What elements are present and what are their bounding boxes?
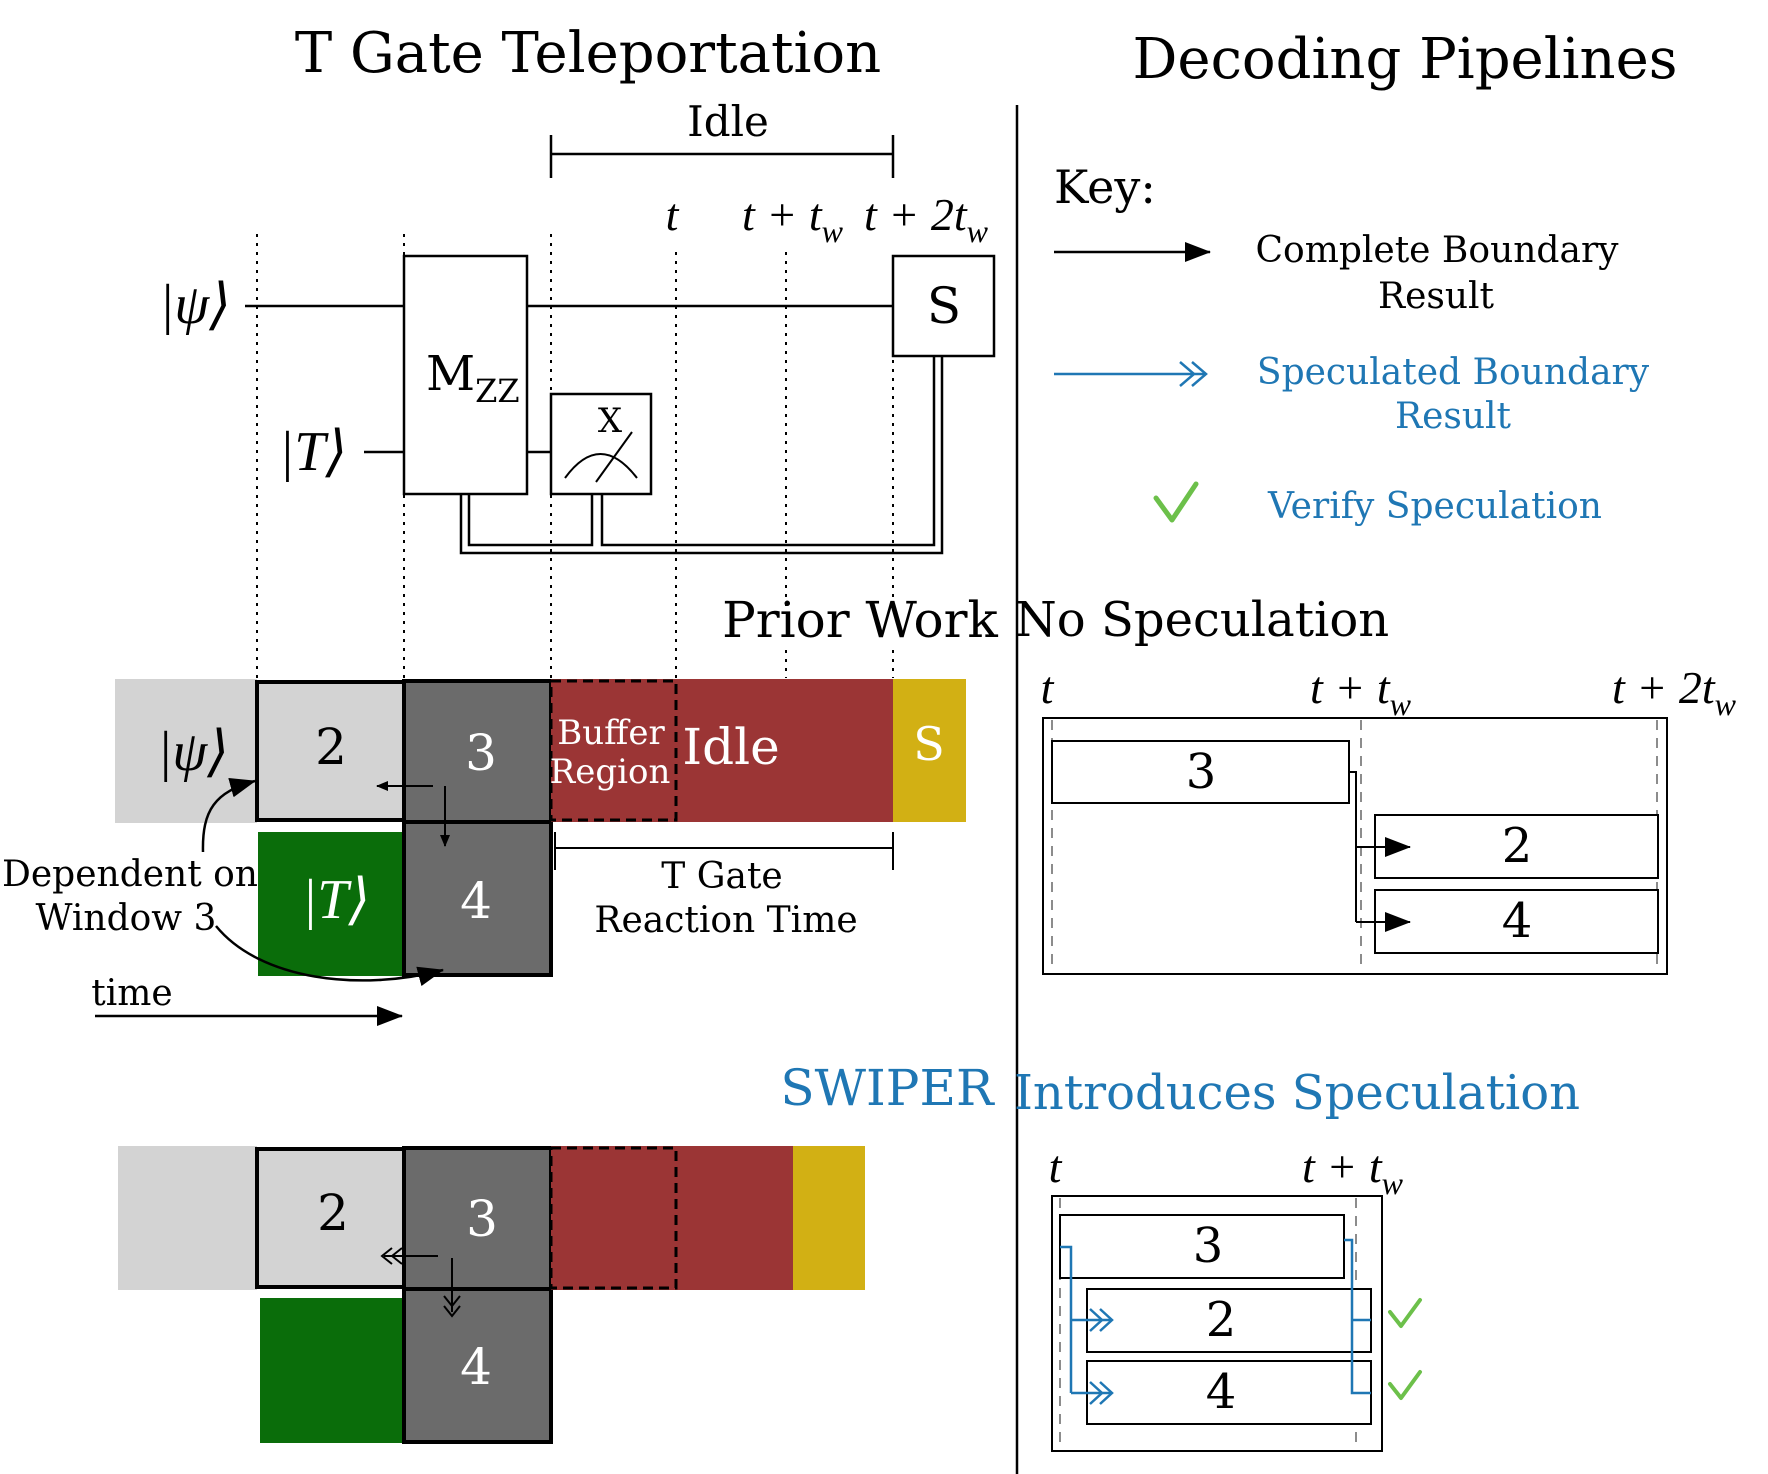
buffer-region-outline <box>549 679 678 822</box>
swiper-buffer-outline <box>549 1146 678 1290</box>
swiper-window-4-label: 4 <box>460 1338 492 1396</box>
time-label-t: t <box>666 189 680 240</box>
no-speculation-diagram: No Speculation t t + tw t + 2tw 3 2 4 <box>1015 592 1737 975</box>
intro-spec-time-t-tw: t + tw <box>1302 1141 1404 1201</box>
x-measurement <box>549 392 653 496</box>
psi-ket-circuit: |ψ⟩ <box>159 274 231 336</box>
swiper-window-3-label: 3 <box>466 1190 498 1248</box>
no-spec-window-3-label: 3 <box>1186 744 1217 800</box>
time-axis-label: time <box>91 973 172 1014</box>
buffer-region-label-2: Region <box>550 752 671 792</box>
s-block <box>893 679 966 822</box>
swiper-psi-block <box>118 1146 257 1290</box>
time-label-t-tw: t + tw <box>742 189 844 249</box>
circuit: Idle t t + tw t + 2tw |ψ⟩ |T⟩ <box>159 97 996 678</box>
intro-spec-time-t: t <box>1049 1141 1063 1192</box>
x-measurement-label: X <box>598 401 623 441</box>
dependent-label-2: Window 3 <box>36 898 217 939</box>
s-gate <box>891 254 996 358</box>
s-gate-label: S <box>927 277 961 335</box>
speculated-arrow-head-icon <box>1179 361 1208 387</box>
swiper-window-2-label: 2 <box>317 1184 349 1242</box>
time-label-t-2tw: t + 2tw <box>864 189 989 249</box>
intro-spec-connector <box>1060 1245 1073 1393</box>
swiper-window-2-block <box>255 1147 406 1289</box>
dependent-arrow-down <box>215 925 444 987</box>
meter-needle-icon <box>595 431 633 483</box>
window-2-block <box>255 680 406 822</box>
intro-speculation-diagram: Introduces Speculation t t + tw 3 2 4 <box>1014 1065 1580 1452</box>
no-spec-window-2 <box>1374 814 1659 879</box>
swiper-diagram: SWIPER 2 3 4 <box>118 1059 995 1444</box>
psi-block <box>115 679 257 823</box>
swiper-arrow-down-head <box>443 1295 461 1318</box>
meter-arc-icon <box>564 453 638 479</box>
intro-spec-window-3 <box>1059 1214 1345 1279</box>
left-title: T Gate Teleportation <box>295 21 881 86</box>
intro-spec-window-4-label: 4 <box>1206 1364 1237 1420</box>
s-block-label: S <box>913 717 945 771</box>
buffer-region-label-1: Buffer <box>557 713 665 753</box>
buffer-idle-block <box>551 679 893 822</box>
intro-spec-window-4 <box>1086 1360 1372 1425</box>
no-spec-window-4 <box>1374 889 1659 954</box>
intro-spec-verify-line <box>1344 1238 1371 1395</box>
mzz-gate <box>402 254 529 496</box>
swiper-s-block <box>793 1146 865 1290</box>
verify-label: Verify Speculation <box>1267 486 1602 527</box>
complete-label-1: Complete Boundary <box>1256 230 1620 271</box>
no-spec-time-t-2tw: t + 2tw <box>1612 662 1737 722</box>
classical-wires <box>459 355 944 555</box>
intro-spec-title: Introduces Speculation <box>1014 1065 1580 1121</box>
reaction-label-2: Reaction Time <box>594 900 857 941</box>
idle-bracket-label: Idle <box>687 97 769 146</box>
t-ket-circuit: |T⟩ <box>279 421 347 483</box>
no-spec-connector <box>1349 771 1357 922</box>
swiper-arrow-left-head <box>380 1247 403 1265</box>
no-spec-window-4-label: 4 <box>1502 893 1533 949</box>
no-spec-time-t-tw: t + tw <box>1310 662 1412 722</box>
dependent-label-1: Dependent on <box>2 854 258 895</box>
intro-spec-arrow-4-head <box>1089 1381 1114 1405</box>
t-ket-block <box>258 832 404 976</box>
complete-label-2: Result <box>1378 276 1495 317</box>
legend-key: Key: Complete Boundary Result Speculated… <box>1054 160 1650 527</box>
intro-spec-check-4-icon <box>1388 1370 1422 1400</box>
idle-block-label: Idle <box>682 718 779 776</box>
speculated-label-2: Result <box>1395 396 1512 437</box>
no-spec-window-2-label: 2 <box>1502 818 1533 874</box>
right-title: Decoding Pipelines <box>1133 27 1678 92</box>
prior-work-title: Prior Work <box>722 591 998 649</box>
window-2-label: 2 <box>315 718 347 776</box>
window-3-label: 3 <box>465 724 497 782</box>
no-spec-time-t: t <box>1041 662 1055 713</box>
no-spec-frame <box>1042 717 1668 975</box>
prior-work-diagram: Prior Work |ψ⟩ 2 3 |T⟩ 4 Buffer Region I… <box>2 591 999 1026</box>
psi-block-label: |ψ⟩ <box>157 721 229 783</box>
swiper-title: SWIPER <box>780 1059 995 1117</box>
intro-spec-frame <box>1051 1195 1383 1452</box>
dependent-arrow-up <box>201 777 256 853</box>
key-title: Key: <box>1054 160 1156 214</box>
window-4-label: 4 <box>460 872 492 930</box>
intro-spec-check-2-icon <box>1388 1298 1422 1328</box>
swiper-red-block <box>551 1146 793 1290</box>
check-icon <box>1153 481 1199 523</box>
intro-spec-window-3-label: 3 <box>1193 1218 1224 1274</box>
swiper-window-4-block <box>402 1287 553 1444</box>
no-spec-window-3 <box>1051 740 1350 804</box>
window-4-block <box>402 820 553 977</box>
window-3-block <box>402 679 553 824</box>
no-spec-title: No Speculation <box>1015 592 1389 648</box>
intro-spec-window-2-label: 2 <box>1206 1292 1237 1348</box>
swiper-t-block <box>260 1298 404 1443</box>
mzz-label: MZZ <box>426 346 520 410</box>
reaction-label-1: T Gate <box>661 856 782 897</box>
speculated-label-1: Speculated Boundary <box>1257 352 1650 393</box>
t-ket-block-label: |T⟩ <box>302 869 370 931</box>
intro-spec-arrow-2-head <box>1089 1308 1114 1332</box>
